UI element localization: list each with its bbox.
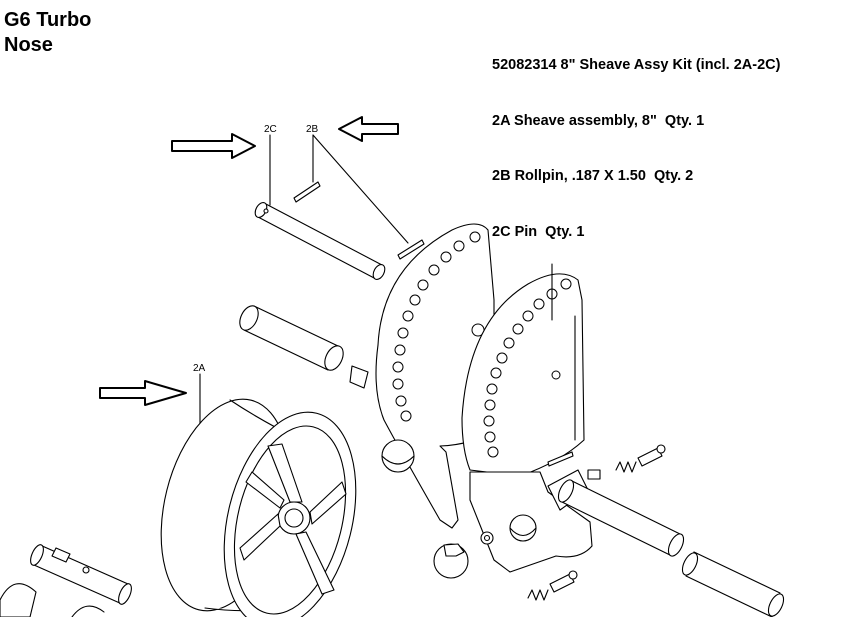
callout-2c: 2C	[264, 124, 277, 135]
kit-line-part-number: 52082314 8" Sheave Assy Kit (incl. 2A-2C…	[492, 57, 781, 73]
spacer-tube	[239, 305, 369, 389]
sheave-2a	[160, 398, 357, 617]
kit-parts-list: 52082314 8" Sheave Assy Kit (incl. 2A-2C…	[492, 19, 780, 260]
rollpin-2b	[293, 181, 425, 260]
callout-2b: 2B	[306, 124, 319, 135]
arrow-rollpin-2b	[338, 116, 399, 142]
spring-plunger-upper	[615, 444, 666, 473]
spacer-tube-right	[681, 551, 785, 617]
arrow-pin-2c	[171, 133, 256, 159]
pin-2c	[254, 202, 386, 280]
spring-plunger-lower	[527, 570, 578, 601]
shaft-right	[557, 469, 685, 557]
kit-line-2a: 2A Sheave assembly, 8" Qty. 1	[492, 112, 705, 129]
knob-lower	[433, 543, 469, 579]
title-line-2: Nose	[4, 34, 53, 56]
callout-2a: 2A	[193, 363, 206, 374]
title-line-1: G6 Turbo	[4, 9, 92, 31]
arrow-sheave-2a	[99, 380, 187, 406]
kit-line-2c: 2C Pin Qty. 1	[492, 223, 585, 240]
right-side-plate	[461, 263, 585, 477]
kit-line-2b: 2B Rollpin, .187 X 1.50 Qty. 2	[492, 168, 694, 184]
leader-line-2b-b	[312, 134, 409, 244]
handle-assembly	[0, 544, 132, 617]
left-side-plate	[375, 223, 495, 529]
diagram-title: G6 Turbo Nose	[4, 8, 91, 58]
